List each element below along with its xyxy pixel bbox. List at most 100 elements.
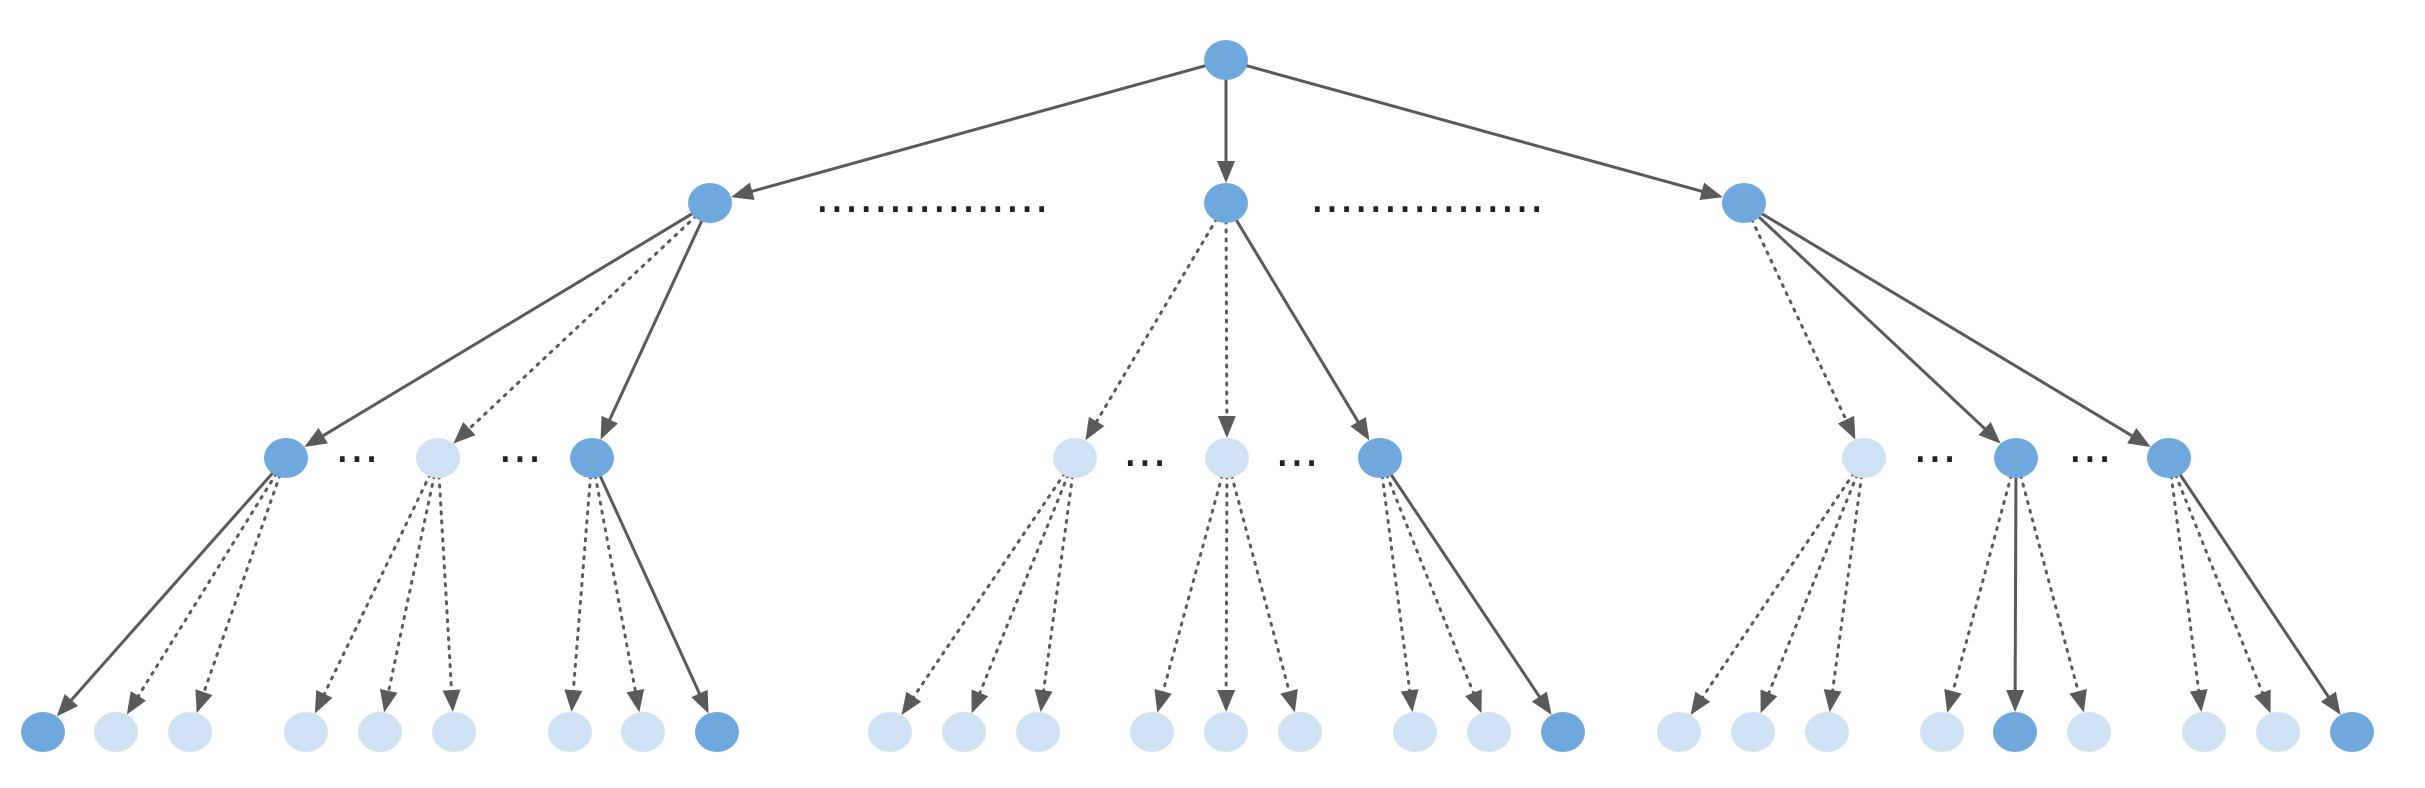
ellipsis-level2: ... <box>498 419 542 473</box>
edge-level2 <box>1756 214 1988 432</box>
edge-level3 <box>1830 474 1864 694</box>
node-level2 <box>1358 438 1402 478</box>
edge-level3 <box>1041 474 1075 694</box>
edge-level2 <box>466 214 698 432</box>
leaf-node <box>358 712 402 752</box>
edge-level2 <box>607 218 704 423</box>
edge-level3 <box>2019 473 2081 695</box>
arrowhead <box>1034 689 1053 713</box>
leaf-node <box>432 712 476 752</box>
leaf-node <box>94 712 138 752</box>
edge-level3 <box>1161 473 1224 695</box>
edge-level3 <box>1224 474 1229 694</box>
arrowhead <box>1531 691 1552 715</box>
edge-level2 <box>1224 219 1229 420</box>
node-level2 <box>570 438 614 478</box>
leaf-node <box>695 712 739 752</box>
arrowhead <box>1400 689 1419 713</box>
leaf-node <box>1467 712 1511 752</box>
node-level2 <box>416 438 460 478</box>
arrowhead <box>731 182 755 200</box>
arrowhead <box>1217 415 1236 439</box>
edge-level3 <box>437 474 454 694</box>
arrowhead <box>1217 689 1236 713</box>
leaf-node <box>2067 712 2111 752</box>
ellipsis-level2: ... <box>1913 419 1957 473</box>
edge-level3 <box>1766 473 1859 697</box>
arrowhead <box>56 693 79 717</box>
leaf-node <box>548 712 592 752</box>
arrowhead <box>2127 427 2151 447</box>
arrowhead <box>1760 689 1778 714</box>
leaf-node <box>621 712 665 752</box>
leaf-node <box>1920 712 1964 752</box>
node-level1 <box>1204 183 1248 223</box>
arrowhead <box>2069 688 2087 713</box>
arrowhead <box>1978 422 2001 444</box>
edge-level3 <box>1950 473 2013 695</box>
arrowhead <box>314 689 333 714</box>
arrowhead <box>1699 182 1723 201</box>
leaf-node <box>1393 712 1437 752</box>
arrowhead <box>1280 688 1298 713</box>
node-level2 <box>1842 438 1886 478</box>
edge-level3 <box>68 471 275 703</box>
edge-level3 <box>571 474 593 694</box>
leaf-node <box>21 712 65 752</box>
arrowhead <box>2189 689 2208 713</box>
edge-level3 <box>135 472 278 700</box>
edge-level3 <box>911 471 1067 700</box>
leaf-node <box>868 712 912 752</box>
ellipsis-level2: ... <box>2068 419 2112 473</box>
leaf-node <box>1130 712 1174 752</box>
edge-level3 <box>2169 474 2201 694</box>
edge-level2 <box>1759 211 2135 438</box>
node-level2 <box>1994 438 2038 478</box>
leaf-node <box>1657 712 1701 752</box>
edge-layer <box>56 63 2341 717</box>
edge-level1 <box>749 63 1208 194</box>
ellipsis-level1-left: ................ <box>815 169 1049 223</box>
arrowhead <box>1350 416 1370 441</box>
arrowhead <box>626 689 645 713</box>
edge-level3 <box>593 474 638 695</box>
edge-level3 <box>2174 473 2265 697</box>
arrowhead <box>379 688 398 713</box>
edge-level3 <box>1700 471 1856 700</box>
arrowhead <box>1823 689 1842 713</box>
leaf-node <box>168 712 212 752</box>
leaf-node <box>1204 712 1248 752</box>
edge-level3 <box>977 473 1070 697</box>
arrowhead <box>600 415 618 440</box>
leaf-node <box>1993 712 2037 752</box>
arrowhead <box>304 427 328 447</box>
arrowhead <box>1944 688 1962 713</box>
ellipsis-level1-right: ................ <box>1310 169 1544 223</box>
edge-level3 <box>1389 472 1542 700</box>
edge-level2 <box>1750 218 1849 424</box>
edge-level2 <box>1094 217 1219 425</box>
arrowhead <box>564 689 583 713</box>
arrowhead <box>2006 689 2025 713</box>
arrowhead <box>2254 689 2271 714</box>
edge-level3 <box>386 474 436 695</box>
ellipsis-layer: ................ ................ ... ..… <box>335 169 2112 477</box>
node-level2 <box>264 438 308 478</box>
edge-level3 <box>322 472 432 698</box>
leaf-node <box>1805 712 1849 752</box>
node-level2 <box>1205 438 1249 478</box>
leaf-node <box>942 712 986 752</box>
leaf-node <box>2182 712 2226 752</box>
node-level1 <box>1722 183 1766 223</box>
edge-level3 <box>2013 475 2018 693</box>
arrowhead <box>442 689 461 713</box>
edge-level3 <box>1385 473 1476 697</box>
ellipsis-level2: ... <box>1123 423 1167 477</box>
root-node <box>1204 40 1248 80</box>
edge-level3 <box>2178 472 2331 700</box>
arrowhead <box>1085 416 1105 441</box>
edge-level3 <box>1230 473 1292 695</box>
arrowhead <box>691 689 709 714</box>
ellipsis-level2: ... <box>1275 423 1319 477</box>
